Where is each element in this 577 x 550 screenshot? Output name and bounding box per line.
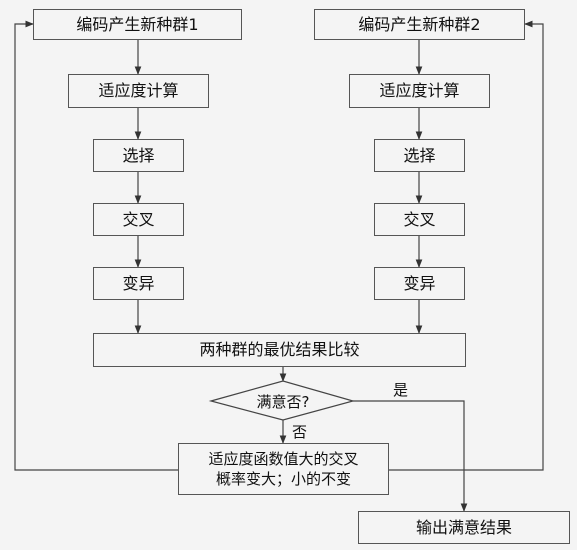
- decision-label: 满意否?: [256, 393, 310, 411]
- left-crossover-label: 交叉: [122, 209, 155, 229]
- right-select-label: 选择: [403, 145, 436, 165]
- arrow-decision-yes-to-output: [353, 400, 468, 512]
- left-mutate-label: 变异: [122, 273, 155, 293]
- left-encode-label: 编码产生新种群1: [76, 14, 199, 34]
- right-fitness-label: 适应度计算: [379, 81, 460, 100]
- arrow-feedback-to-left-encode: [14, 20, 178, 471]
- adjust-line-2: 概率变大；小的不变: [215, 470, 351, 488]
- output-box: 输出满意结果: [358, 511, 570, 544]
- right-mutate-box: 变异: [374, 267, 465, 300]
- decision-diamond: [208, 380, 356, 421]
- left-encode-box: 编码产生新种群1: [33, 9, 242, 40]
- adjust-line-1: 适应度函数值大的交叉: [208, 450, 359, 468]
- output-label: 输出满意结果: [415, 517, 512, 537]
- right-fitness-box: 适应度计算: [349, 74, 490, 108]
- arrow-feedback-to-right-encode: [389, 20, 544, 471]
- no-label: 否: [292, 423, 308, 441]
- compare-box: 两种群的最优结果比较: [93, 333, 466, 367]
- left-mutate-box: 变异: [93, 267, 184, 300]
- right-select-box: 选择: [374, 139, 465, 172]
- left-crossover-box: 交叉: [93, 203, 184, 236]
- left-select-label: 选择: [122, 145, 155, 165]
- right-crossover-box: 交叉: [374, 203, 465, 236]
- left-fitness-box: 适应度计算: [68, 74, 209, 108]
- left-select-box: 选择: [93, 139, 184, 172]
- right-crossover-label: 交叉: [403, 209, 436, 229]
- right-encode-box: 编码产生新种群2: [314, 9, 525, 40]
- right-mutate-label: 变异: [403, 273, 436, 293]
- yes-label: 是: [393, 381, 409, 399]
- adjust-crossover-box: 适应度函数值大的交叉 概率变大；小的不变: [178, 443, 389, 495]
- right-encode-label: 编码产生新种群2: [358, 14, 481, 34]
- left-fitness-label: 适应度计算: [98, 81, 179, 100]
- compare-label: 两种群的最优结果比较: [199, 340, 360, 359]
